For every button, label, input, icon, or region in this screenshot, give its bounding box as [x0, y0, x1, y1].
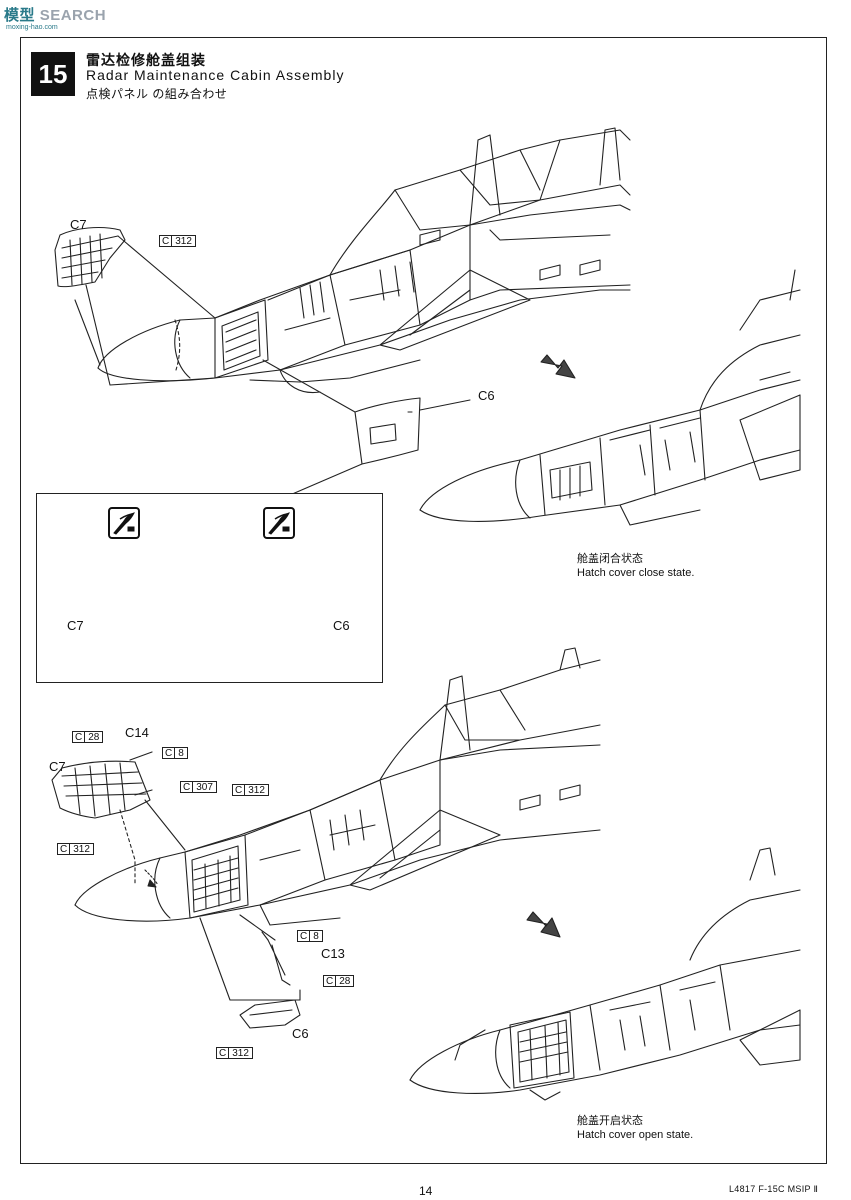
aircraft-nose-bottom: [74, 647, 601, 926]
ref-number: 312: [245, 784, 269, 796]
ref-number: 312: [70, 843, 94, 855]
ref-letter: C: [216, 1047, 230, 1059]
page-number: 14: [419, 1184, 433, 1198]
ref-letter: C: [232, 784, 246, 796]
part-label-c14: C14: [125, 725, 149, 740]
inset-label-c6: C6: [333, 618, 350, 633]
part-ref-c28: C 28: [72, 731, 104, 743]
part-ref-c312: C 312: [232, 784, 269, 796]
panel-c6-top: [262, 359, 471, 496]
part-ref-c312: C 312: [159, 235, 196, 247]
ref-number: 307: [193, 781, 217, 793]
panel-c6-bottom: [199, 914, 301, 1029]
aircraft-nose-top-open: [97, 127, 631, 394]
watermark: 模型 SEARCH: [4, 4, 106, 25]
part-ref-c307: C 307: [180, 781, 217, 793]
step-title-en: Radar Maintenance Cabin Assembly: [86, 67, 345, 83]
watermark-site: moxing-hao.com: [6, 24, 58, 31]
ref-letter: C: [323, 975, 337, 987]
ref-number: 8: [175, 747, 188, 759]
panel-c7-top: [54, 226, 216, 386]
ref-number: 28: [85, 731, 104, 743]
product-code: L4817 F-15C MSIP Ⅱ: [729, 1184, 819, 1194]
step-title-cn: 雷达检修舱盖组装: [86, 52, 206, 68]
part-ref-c8: C 8: [162, 747, 188, 759]
cement-icon: [263, 507, 295, 539]
ref-number: 312: [172, 235, 196, 247]
state-open-en: Hatch cover open state.: [577, 1129, 694, 1141]
state-close-cn: 舱盖闭合状态: [577, 553, 643, 565]
state-open-cn: 舱盖开启状态: [577, 1115, 643, 1127]
ref-letter: C: [72, 731, 86, 743]
aircraft-nose-top-closed: [419, 269, 801, 526]
aircraft-nose-bottom-open: [409, 847, 801, 1101]
state-close-en: Hatch cover close state.: [577, 567, 695, 579]
ref-number: 28: [336, 975, 355, 987]
watermark-brand-en: SEARCH: [39, 7, 107, 24]
ref-letter: C: [159, 235, 173, 247]
arrow-icon: [526, 911, 561, 938]
part-label-c6: C6: [478, 388, 495, 403]
ref-letter: C: [180, 781, 194, 793]
arrow-icon: [540, 354, 576, 379]
part-ref-c312: C 312: [216, 1047, 253, 1059]
watermark-brand-cn: 模型: [4, 7, 36, 24]
panel-c7-bottom: [51, 751, 186, 888]
inset-label-c7: C7: [67, 618, 84, 633]
part-ref-c8: C 8: [297, 930, 323, 942]
part-label-c7: C7: [49, 759, 66, 774]
step-title-jp: 点検パネル の組み合わせ: [86, 87, 228, 101]
part-label-c7: C7: [70, 217, 87, 232]
ref-letter: C: [162, 747, 176, 759]
part-label-c13: C13: [321, 946, 345, 961]
page-frame: [20, 37, 827, 1164]
ref-letter: C: [297, 930, 311, 942]
detail-inset: C7 C6: [36, 493, 383, 683]
step-number: 15: [31, 52, 75, 96]
ref-number: 312: [229, 1047, 253, 1059]
cement-icon: [108, 507, 140, 539]
part-label-c6: C6: [292, 1026, 309, 1041]
ref-letter: C: [57, 843, 71, 855]
part-ref-c28: C 28: [323, 975, 355, 987]
part-ref-c312: C 312: [57, 843, 94, 855]
ref-number: 8: [310, 930, 323, 942]
